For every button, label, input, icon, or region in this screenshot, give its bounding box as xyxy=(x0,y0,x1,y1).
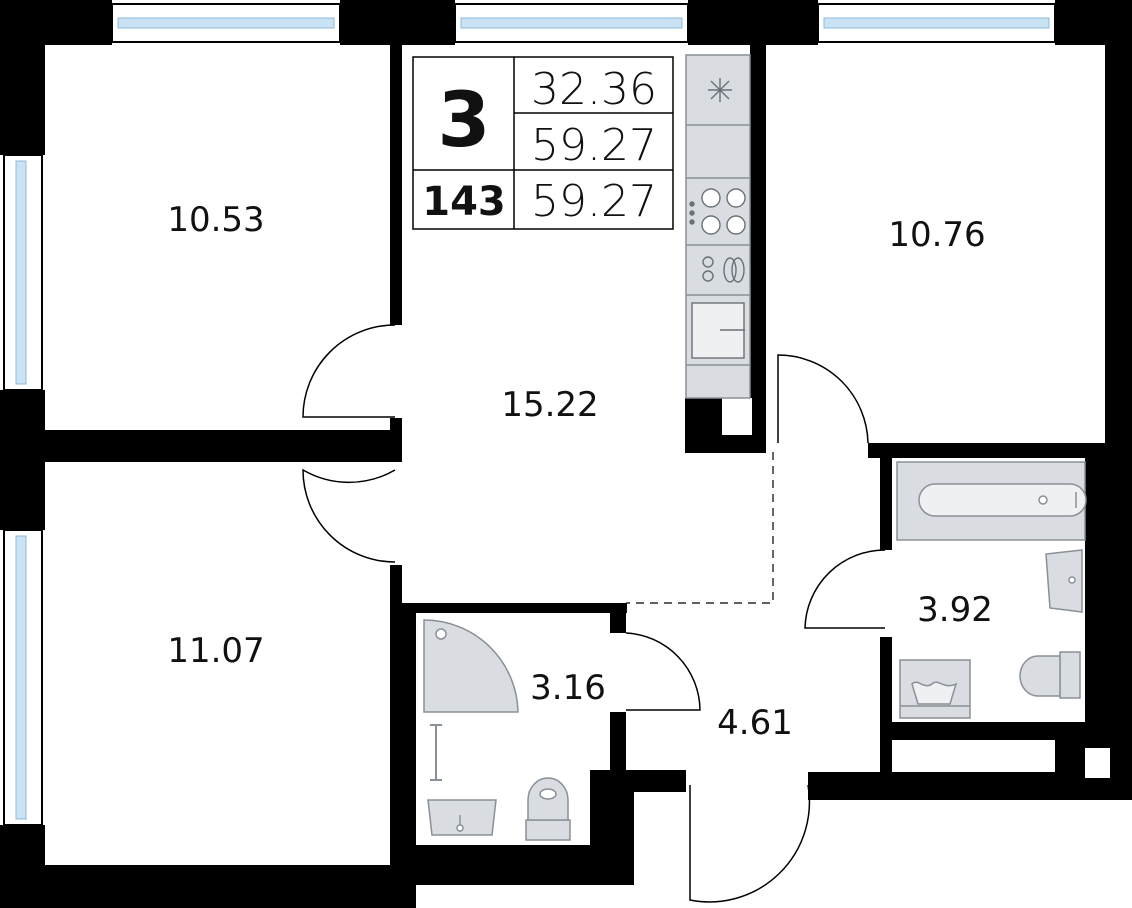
toilet-icon xyxy=(525,777,571,841)
stove-icon xyxy=(689,188,746,235)
windows xyxy=(3,3,1056,826)
washing-machine-icon xyxy=(899,659,971,719)
bathtub-icon xyxy=(896,461,1087,541)
kitchen-sink-icon xyxy=(691,302,745,359)
room-label: 4.61 xyxy=(717,703,793,743)
doors xyxy=(302,324,886,903)
room-label: 15.22 xyxy=(501,385,598,425)
toilet-2-icon xyxy=(1019,651,1081,699)
area-total: 59.27 xyxy=(531,120,657,171)
washbasin-2-icon xyxy=(1045,549,1083,613)
room-label: 3.92 xyxy=(917,590,993,630)
apartment-info-box: 3 143 32.36 59.27 59.27 xyxy=(412,56,674,230)
area-price: 59.27 xyxy=(531,176,657,227)
room-label: 10.53 xyxy=(167,200,264,240)
shower-icon xyxy=(423,619,519,713)
room-label: 10.76 xyxy=(888,215,985,255)
area-living: 32.36 xyxy=(531,64,657,115)
fridge-icon xyxy=(708,78,732,102)
room-labels: 10.53 11.07 15.22 10.76 3.16 4.61 3.92 xyxy=(167,200,993,743)
passage-opening xyxy=(626,452,774,604)
room-label: 11.07 xyxy=(167,631,264,671)
dishwasher-icon xyxy=(702,256,745,283)
washbasin-icon xyxy=(427,799,497,836)
rooms-count: 3 xyxy=(438,75,491,164)
room-label: 3.16 xyxy=(530,668,606,708)
apartment-number: 143 xyxy=(422,179,506,225)
towel-rail-icon xyxy=(430,724,442,781)
